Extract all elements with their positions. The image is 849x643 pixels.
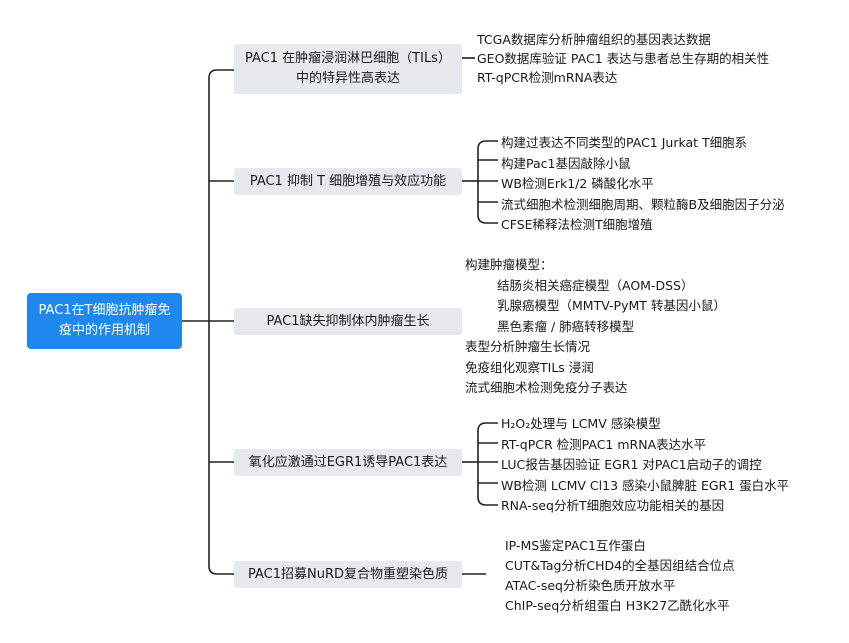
leaf-item: 流式细胞术检测免疫分子表达 <box>465 380 628 395</box>
root-node: PAC1在T细胞抗肿瘤免疫中的作用机制 <box>27 293 182 349</box>
leaf-item: 构建肿瘤模型： <box>465 257 553 272</box>
leaf-group-t-cell-suppression: 构建过表达不同类型的PAC1 Jurkat T细胞系 构建Pac1基因敲除小鼠 … <box>501 133 785 236</box>
leaf-item: IP-MS鉴定PAC1互作蛋白 <box>505 538 646 553</box>
leaf-item: 构建过表达不同类型的PAC1 Jurkat T细胞系 <box>501 135 748 150</box>
leaf-group-nurd-complex: IP-MS鉴定PAC1互作蛋白 CUT&Tag分析CHD4的全基因组结合位点 A… <box>505 536 735 616</box>
leaf-item: GEO数据库验证 PAC1 表达与患者总生存期的相关性 <box>477 51 770 66</box>
leaf-item: CUT&Tag分析CHD4的全基因组结合位点 <box>505 558 735 573</box>
leaf-item: RT-qPCR 检测PAC1 mRNA表达水平 <box>501 436 707 452</box>
branch-node-t-cell-suppression: PAC1 抑制 T 细胞增殖与效应功能 <box>234 168 462 195</box>
leaf-item: TCGA数据库分析肿瘤组织的基因表达数据 <box>477 32 711 47</box>
leaf-item: RNA-seq分析T细胞效应功能相关的基因 <box>501 498 725 513</box>
branch-node-nurd-complex: PAC1招募NuRD复合物重塑染色质 <box>234 561 462 588</box>
leaf-item: ATAC-seq分析染色质开放水平 <box>505 578 676 593</box>
leaf-item: ChIP-seq分析组蛋白 H3K27乙酰化水平 <box>505 598 730 613</box>
leaf-item: RT-qPCR检测mRNA表达 <box>477 70 618 85</box>
leaf-item: 流式细胞术检测细胞周期、颗粒酶B及细胞因子分泌 <box>501 196 785 212</box>
leaf-group-tumor-growth: 构建肿瘤模型： 结肠炎相关癌症模型（AOM-DSS） 乳腺癌模型（MMTV-Py… <box>465 255 726 399</box>
leaf-item: 免疫组化观察TILs 浸润 <box>465 359 594 375</box>
branch-node-tils-expression: PAC1 在肿瘤浸润淋巴细胞（TILs）中的特异性高表达 <box>234 44 462 94</box>
leaf-item: LUC报告基因验证 EGR1 对PAC1启动子的调控 <box>501 457 762 472</box>
leaf-group-tils-expression: TCGA数据库分析肿瘤组织的基因表达数据 GEO数据库验证 PAC1 表达与患者… <box>477 30 769 87</box>
leaf-item: WB检测 LCMV Cl13 感染小鼠脾脏 EGR1 蛋白水平 <box>501 477 790 493</box>
leaf-item: WB检测Erk1/2 磷酸化水平 <box>501 176 654 191</box>
leaf-item: 乳腺癌模型（MMTV-PyMT 转基因小鼠） <box>497 298 726 313</box>
branch-node-oxidative-stress: 氧化应激通过EGR1诱导PAC1表达 <box>234 449 462 476</box>
leaf-group-oxidative-stress: H₂O₂处理与 LCMV 感染模型 RT-qPCR 检测PAC1 mRNA表达水… <box>501 414 789 517</box>
leaf-item: H₂O₂处理与 LCMV 感染模型 <box>501 416 661 431</box>
branch-node-tumor-growth: PAC1缺失抑制体内肿瘤生长 <box>234 308 462 335</box>
leaf-item: 黑色素瘤 / 肺癌转移模型 <box>497 318 635 334</box>
leaf-item: CFSE稀释法检测T细胞增殖 <box>501 217 653 232</box>
leaf-item: 构建Pac1基因敲除小鼠 <box>501 155 631 171</box>
leaf-item: 结肠炎相关癌症模型（AOM-DSS） <box>497 277 694 293</box>
leaf-item: 表型分析肿瘤生长情况 <box>465 339 591 354</box>
